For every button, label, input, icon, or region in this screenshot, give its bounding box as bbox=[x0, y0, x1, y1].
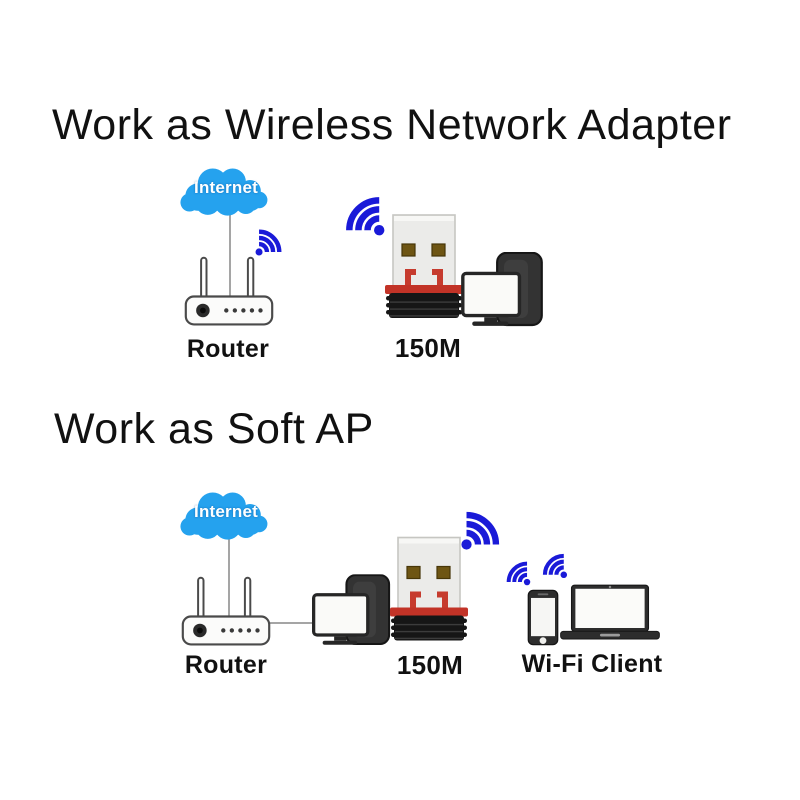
section-title-wireless-adapter: Work as Wireless Network Adapter bbox=[52, 101, 732, 149]
internet-cloud-icon: Internet bbox=[176, 161, 276, 219]
connection-line-router-to-computer bbox=[270, 622, 314, 624]
desktop-computer-icon bbox=[461, 252, 547, 331]
connection-line-cloud-to-router bbox=[229, 213, 231, 301]
internet-label: Internet bbox=[194, 178, 258, 197]
router-icon bbox=[180, 576, 272, 648]
router-icon bbox=[183, 256, 275, 328]
router-label: Router bbox=[186, 335, 270, 363]
internet-cloud-icon: Internet bbox=[176, 485, 276, 543]
usb-adapter-icon bbox=[385, 214, 463, 318]
router-label: Router bbox=[184, 651, 268, 679]
adapter-speed-label: 150M bbox=[396, 650, 464, 680]
internet-label: Internet bbox=[194, 502, 258, 521]
wifi-signal-icon-phone bbox=[498, 553, 538, 593]
connection-line-cloud-to-router bbox=[228, 537, 230, 620]
adapter-speed-label: 150M bbox=[394, 333, 462, 363]
desktop-computer-icon bbox=[312, 574, 394, 650]
section-title-soft-ap: Work as Soft AP bbox=[54, 405, 374, 453]
wifi-client-label: Wi-Fi Client bbox=[521, 650, 663, 678]
smartphone-icon bbox=[527, 589, 559, 646]
laptop-icon bbox=[560, 580, 660, 646]
